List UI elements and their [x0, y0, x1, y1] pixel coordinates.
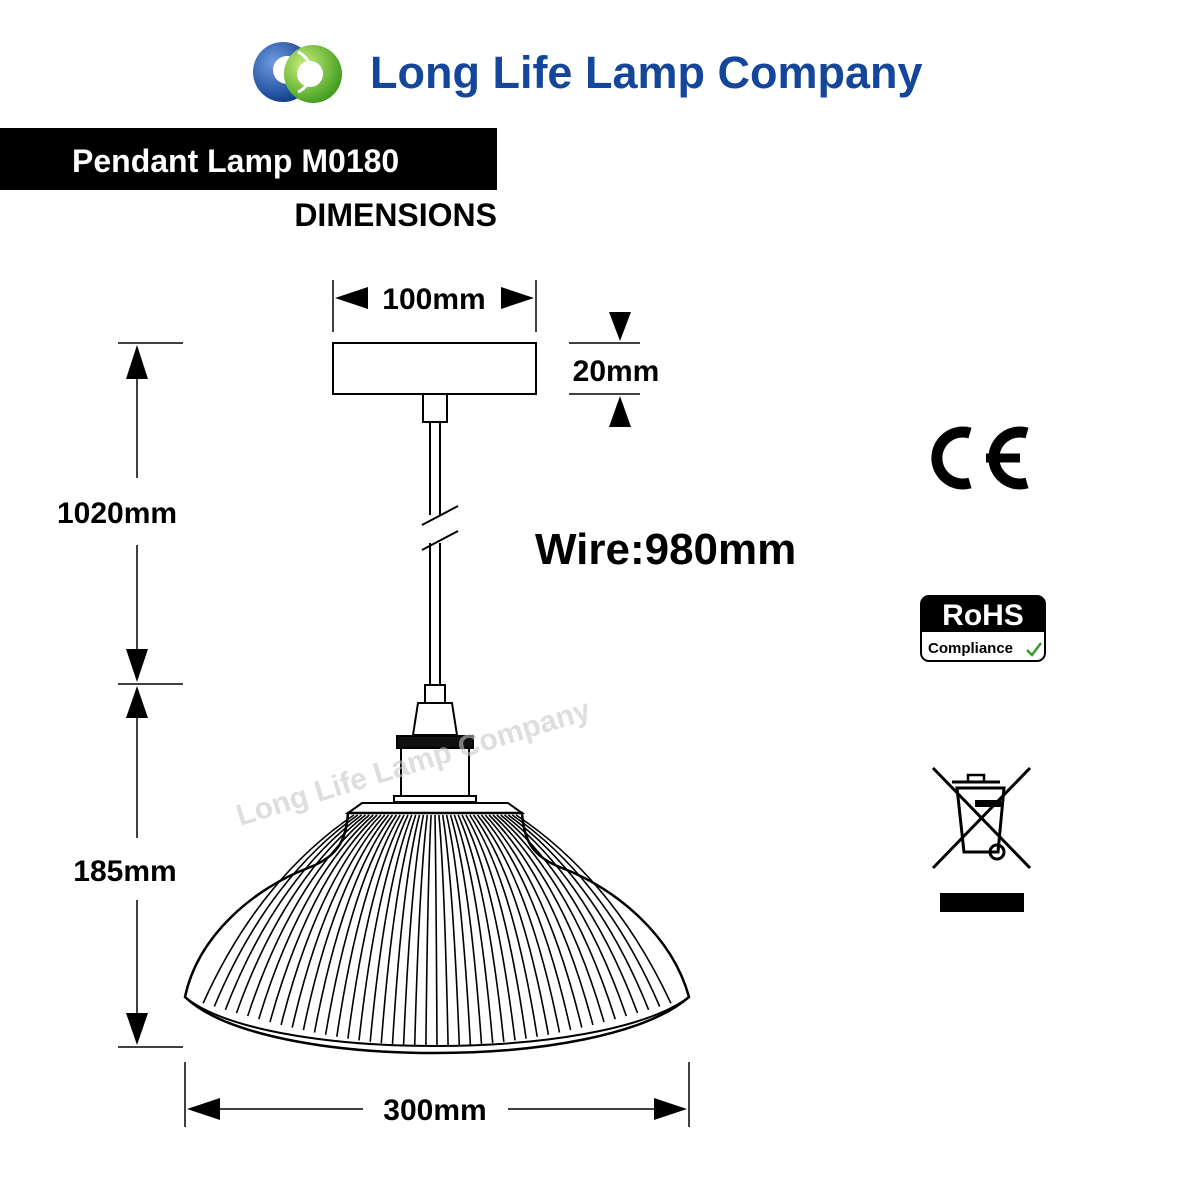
- shade-rib-line: [302, 814, 390, 1031]
- shade-rib-line: [484, 814, 583, 1028]
- shade-rib-line: [461, 814, 516, 1041]
- shade-rib-line: [202, 814, 355, 1004]
- crossed-out-wheelie-bin-icon: [931, 766, 1032, 912]
- shade-rib-line: [369, 814, 413, 1042]
- canopy-height-label: 20mm: [573, 355, 660, 388]
- shade-rib-line: [480, 814, 572, 1031]
- shade-rib-line: [324, 814, 398, 1035]
- shade-rib-line: [507, 814, 650, 1011]
- rohs-compliance-label: Compliance: [928, 640, 1013, 657]
- shade-rib-line: [434, 814, 438, 1047]
- shade-rib-line: [425, 814, 432, 1046]
- drop-length-label: 1020mm: [57, 497, 177, 530]
- checkmark-icon: [1026, 642, 1042, 657]
- shade-rib-line: [380, 814, 417, 1044]
- shade-rib-line: [347, 814, 405, 1039]
- vertical-dimension-lines: [118, 342, 183, 1048]
- shade-height-label: 185mm: [73, 855, 176, 888]
- shade-rib-line: [246, 814, 370, 1017]
- section-label: DIMENSIONS: [294, 197, 497, 233]
- rohs-badge: RoHS Compliance: [920, 595, 1046, 662]
- shade-rib-line: [258, 814, 374, 1020]
- shade-rib-line: [457, 814, 505, 1042]
- shade-rib-line: [391, 814, 421, 1045]
- shade-rib-line: [291, 814, 386, 1028]
- ceiling-canopy: [332, 342, 537, 395]
- canopy-width-label: 100mm: [382, 283, 485, 316]
- shade-rib-line: [336, 814, 401, 1037]
- shade-rib-line: [269, 814, 378, 1023]
- shade-rib-line: [504, 814, 639, 1014]
- shade-rib-line: [213, 814, 359, 1007]
- shade-rib-line: [235, 814, 366, 1014]
- ce-mark-icon: [931, 426, 1029, 490]
- shade-rib-line: [224, 814, 363, 1011]
- shade-rib-line: [469, 814, 538, 1037]
- shade-rib-line: [488, 814, 594, 1026]
- shade-rib-line: [453, 814, 494, 1044]
- shade-rib-line: [358, 814, 409, 1041]
- shade-rib-line: [515, 814, 672, 1004]
- shade-rib-line: [511, 814, 661, 1007]
- canopy-height-dimension: [569, 312, 640, 427]
- canopy-width-dimension: [332, 280, 537, 332]
- shade-rib-line: [465, 814, 527, 1039]
- company-logo-icon: [253, 42, 342, 103]
- shade-rib-line: [472, 814, 550, 1035]
- model-banner: [0, 128, 497, 190]
- shade-rib-line: [449, 814, 483, 1045]
- model-title: Pendant Lamp M0180: [72, 143, 399, 179]
- shade-width-label: 300mm: [383, 1094, 486, 1127]
- shade-width-dimension: [184, 1062, 690, 1127]
- shade-rib-line: [492, 814, 605, 1023]
- shade-rib-line: [313, 814, 394, 1033]
- shade-rib-line: [500, 814, 628, 1017]
- shade-rib-line: [441, 814, 461, 1046]
- pendant-lamp-drawing: [183, 342, 691, 1055]
- shade-rib-line: [476, 814, 561, 1033]
- rohs-label: RoHS: [942, 599, 1024, 632]
- shade-rib-line: [280, 814, 382, 1026]
- wire-length-label: Wire:980mm: [535, 525, 796, 574]
- company-name: Long Life Lamp Company: [370, 47, 923, 98]
- shade-rib-line: [413, 814, 429, 1046]
- shade-rib-line: [496, 814, 616, 1020]
- shade-rib-line: [445, 814, 472, 1045]
- shade-rib-line: [402, 814, 425, 1045]
- shade-rib-line: [438, 814, 449, 1046]
